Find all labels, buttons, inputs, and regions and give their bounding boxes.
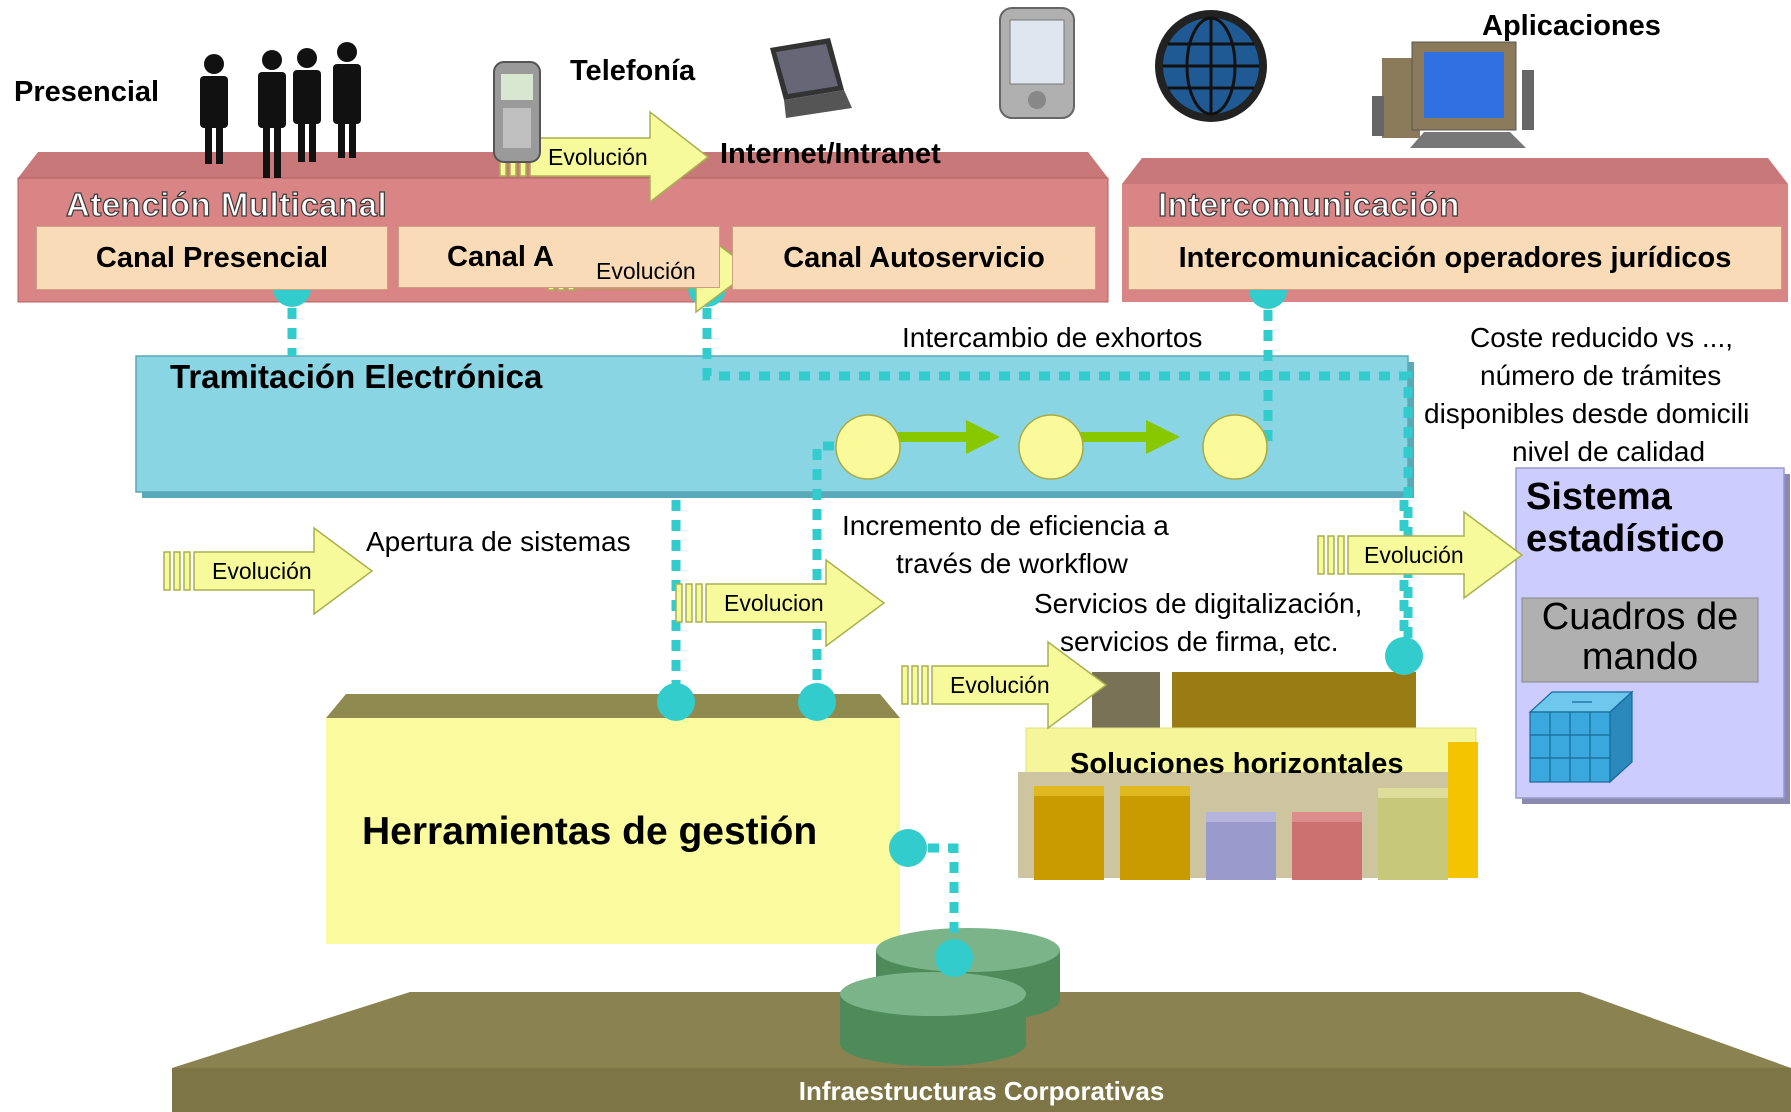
laptop-icon xyxy=(770,38,852,118)
tramitacion-title: Tramitación Electrónica xyxy=(170,358,543,395)
coste-note-4: nivel de calidad xyxy=(1512,436,1706,467)
evolucion-label-6: Evolución xyxy=(950,672,1050,698)
tramitacion-box xyxy=(135,355,1414,498)
desktop-icon xyxy=(1372,41,1534,148)
evolution-arrows xyxy=(163,110,1524,730)
evolucion-label-2: Evolución xyxy=(596,258,696,284)
evolucion-label-1: Evolución xyxy=(548,144,648,170)
channel-aplicaciones-label: Aplicaciones xyxy=(1482,10,1661,42)
herramientas-label: Herramientas de gestión xyxy=(362,810,818,853)
pda-icon xyxy=(999,7,1075,119)
evolucion-label-3: Evolución xyxy=(212,558,312,584)
exhortos-label: Intercambio de exhortos xyxy=(902,322,1203,353)
intercom-cell: Intercomunicación operadores jurídicos xyxy=(1128,226,1782,290)
channel-telefonia-label: Telefonía xyxy=(570,55,696,87)
evolucion-label-5: Evolución xyxy=(1364,542,1464,568)
estadistico-title-2: estadístico xyxy=(1526,518,1725,560)
incremento-label-1: Incremento de eficiencia a xyxy=(842,510,1169,541)
estadistico-title-1: Sistema xyxy=(1526,476,1672,518)
canal-autoservicio-cell: Canal Autoservicio xyxy=(732,226,1096,290)
globe-icon xyxy=(1155,10,1267,122)
incremento-label-2: través de workflow xyxy=(896,548,1128,579)
atencion-title: Atención Multicanal xyxy=(65,185,388,223)
cube-grid-icon xyxy=(1528,690,1634,784)
soluciones-blocks xyxy=(1018,672,1478,880)
soluciones-label: Soluciones horizontales xyxy=(1070,748,1404,780)
cuadros-label-1: Cuadros de xyxy=(1541,596,1739,638)
herramientas-box xyxy=(326,694,900,944)
workflow-arrows xyxy=(898,420,1180,454)
canal-presencial-label: Canal Presencial xyxy=(95,241,329,274)
workflow-circles xyxy=(835,414,1268,480)
cuadros-label-2: mando xyxy=(1581,636,1699,678)
servicios-label-1: Servicios de digitalización, xyxy=(1034,588,1363,619)
evolucion-label-4: Evolucion xyxy=(724,590,824,616)
coste-note-3: disponibles desde domicili xyxy=(1424,398,1750,429)
servicios-label-2: servicios de firma, etc. xyxy=(1060,626,1339,657)
canal-presencial-cell: Canal Presencial xyxy=(36,226,388,290)
channel-presencial-label: Presencial xyxy=(14,76,160,108)
canal-a-cell: Canal A xyxy=(398,226,720,288)
coste-note-1: Coste reducido vs ..., xyxy=(1470,322,1734,353)
infraestructuras-label: Infraestructuras Corporativas xyxy=(798,1076,1165,1106)
intercom-cell-label: Intercomunicación operadores jurídicos xyxy=(1178,241,1732,274)
canal-autoservicio-label: Canal Autoservicio xyxy=(783,241,1045,274)
apertura-label: Apertura de sistemas xyxy=(366,526,631,557)
people-icon xyxy=(200,42,361,178)
phone-icon xyxy=(493,61,541,163)
intercom-title: Intercomunicación xyxy=(1157,185,1460,223)
canal-a-label: Canal A xyxy=(447,240,554,273)
coste-note-2: número de trámites xyxy=(1480,360,1722,391)
channel-internet-label: Internet/Intranet xyxy=(720,138,941,170)
